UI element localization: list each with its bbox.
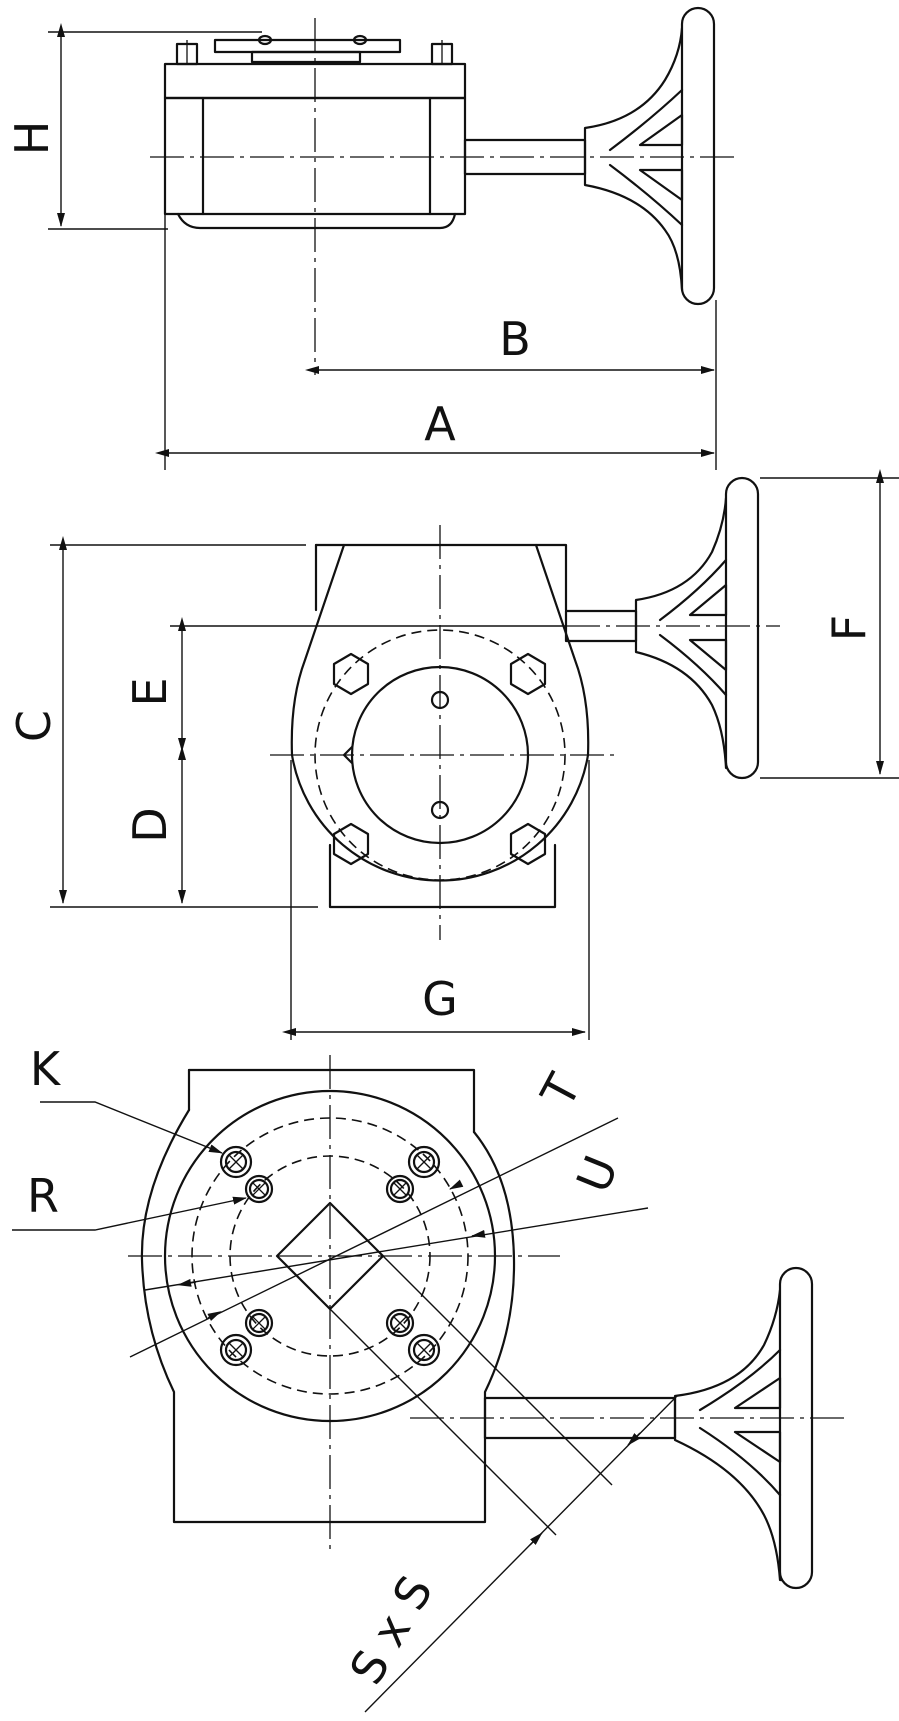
dimension-sxs [364,1394,679,1713]
top-plate [213,38,402,54]
housing-top-3 [187,1068,476,1134]
label-a: A [424,397,456,451]
label-u: U [566,1148,629,1199]
label-f: F [822,615,876,641]
housing-base [328,843,557,909]
leader-t [129,1117,619,1358]
leader-u [144,1207,649,1291]
label-k: K [30,1042,62,1096]
label-d: D [123,807,177,842]
label-sxs: S x S [339,1567,443,1693]
handwheel-3 [673,1266,814,1590]
label-h: H [5,121,59,156]
body-bottom [176,212,457,230]
leader-r [12,1196,247,1231]
top-plate-base [250,50,362,64]
handwheel-front [634,476,760,780]
handwheel-side [583,6,716,306]
leader-k [40,1101,223,1154]
label-g: G [422,972,458,1026]
housing-outline-3 [140,1108,516,1524]
bolt-holes-inner [244,1174,415,1338]
label-e: E [123,677,177,706]
label-r: R [27,1169,59,1223]
label-b: B [499,312,531,366]
flange-view: K R T U S x S [12,1042,850,1713]
side-view: H B A [5,6,740,470]
label-t: T [530,1065,592,1117]
housing-top [314,543,568,612]
bolt-holes-outer [219,1145,441,1367]
label-c: C [7,710,61,742]
front-view: C E D F G [7,469,899,1040]
hex-bolts [332,652,547,866]
